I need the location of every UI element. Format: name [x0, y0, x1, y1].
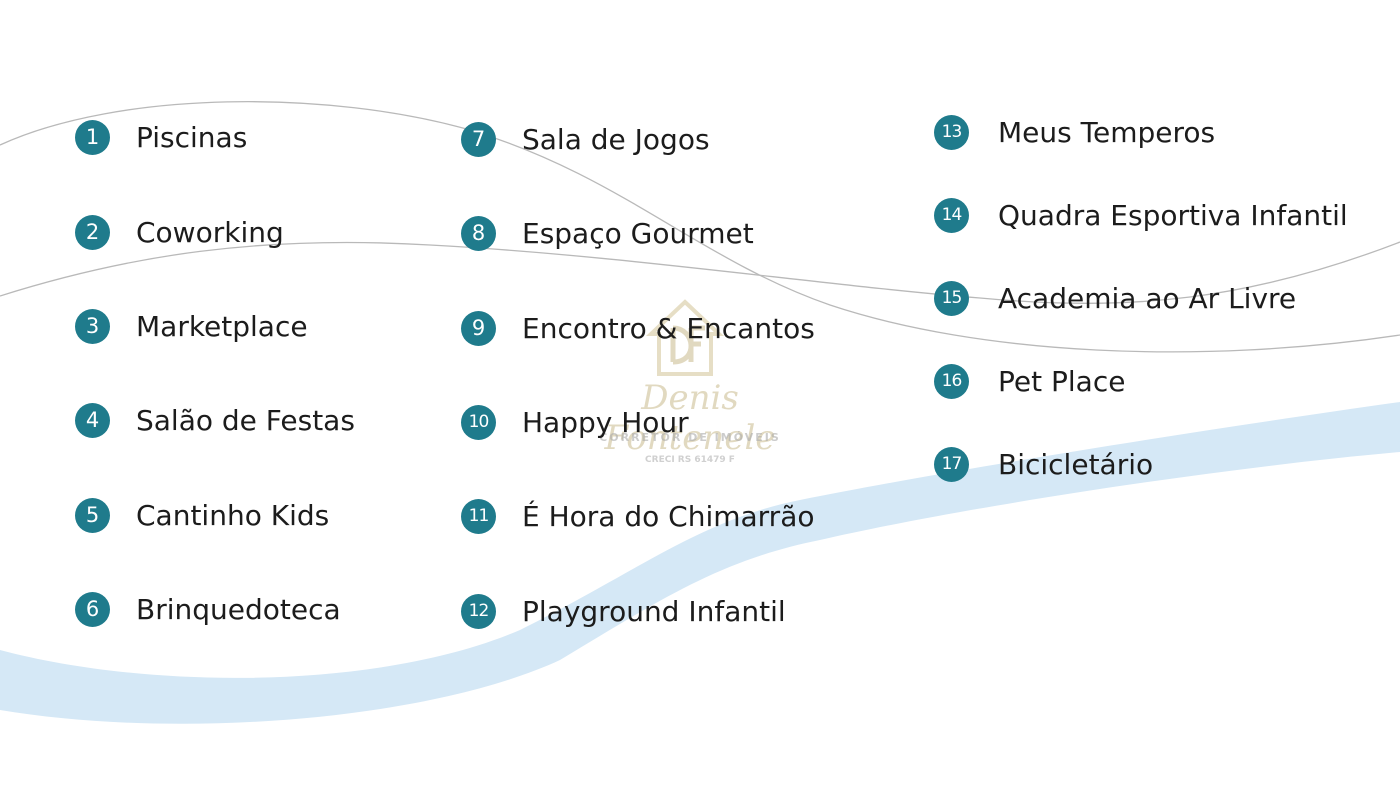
- watermark-creci: CRECI RS 61479 F: [645, 455, 735, 465]
- blue-wave-band: [0, 402, 1400, 724]
- item-label: Brinquedoteca: [136, 593, 341, 626]
- watermark-name: Denis Fontenele: [604, 378, 776, 458]
- thin-curve-lower: [0, 241, 1400, 304]
- item-label: Marketplace: [136, 310, 308, 343]
- number-badge: 13: [934, 115, 969, 150]
- number-badge: 12: [461, 594, 496, 629]
- number-badge: 11: [461, 499, 496, 534]
- item-label: Encontro & Encantos: [522, 312, 815, 345]
- number-badge: 17: [934, 447, 969, 482]
- item-label: É Hora do Chimarrão: [522, 500, 815, 533]
- number-badge: 14: [934, 198, 969, 233]
- item-label: Espaço Gourmet: [522, 217, 754, 250]
- number-badge: 8: [461, 216, 496, 251]
- item-label: Happy Hour: [522, 406, 689, 439]
- watermark-subtitle: CORRETOR DE IMÓVEIS: [599, 431, 781, 444]
- number-badge: 5: [75, 498, 110, 533]
- item-label: Academia ao Ar Livre: [998, 282, 1297, 315]
- thin-curve-upper: [0, 101, 1400, 353]
- number-badge: 9: [461, 311, 496, 346]
- number-badge: 2: [75, 215, 110, 250]
- number-badge: 7: [461, 122, 496, 157]
- number-badge: 16: [934, 364, 969, 399]
- number-badge: 15: [934, 281, 969, 316]
- item-label: Quadra Esportiva Infantil: [998, 199, 1348, 232]
- number-badge: 1: [75, 120, 110, 155]
- house-logo-icon: [645, 299, 725, 376]
- item-label: Bicicletário: [998, 448, 1154, 481]
- item-label: Cantinho Kids: [136, 499, 330, 532]
- number-badge: 3: [75, 309, 110, 344]
- item-label: Pet Place: [998, 365, 1126, 398]
- number-badge: 6: [75, 592, 110, 627]
- item-label: Piscinas: [136, 121, 248, 154]
- watermark-logo: Denis Fontenele CORRETOR DE IMÓVEIS CREC…: [560, 298, 820, 473]
- item-label: Coworking: [136, 216, 284, 249]
- number-badge: 10: [461, 405, 496, 440]
- number-badge: 4: [75, 403, 110, 438]
- item-label: Salão de Festas: [136, 404, 355, 437]
- item-label: Playground Infantil: [522, 595, 786, 628]
- item-label: Meus Temperos: [998, 116, 1216, 149]
- item-label: Sala de Jogos: [522, 123, 710, 156]
